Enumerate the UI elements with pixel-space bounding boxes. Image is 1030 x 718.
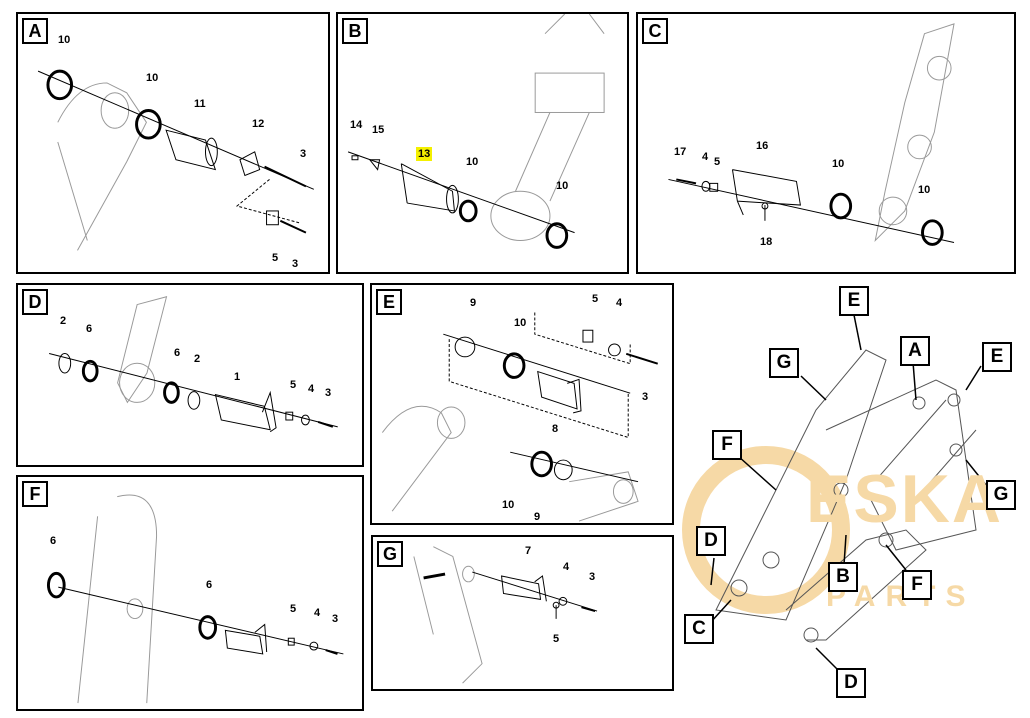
panel-d-drawing bbox=[49, 296, 338, 433]
panel-label: G bbox=[377, 541, 403, 567]
panel-label: B bbox=[342, 18, 368, 44]
panel-b: B 14 15 13 10 10 bbox=[336, 12, 629, 274]
part-number: 10 bbox=[146, 72, 159, 84]
part-number: 10 bbox=[918, 184, 931, 196]
part-number: 10 bbox=[502, 499, 515, 511]
overview-callout-f2: F bbox=[902, 570, 932, 600]
part-number: 5 bbox=[714, 156, 721, 168]
overview-callout-e2: E bbox=[982, 342, 1012, 372]
part-number: 10 bbox=[556, 180, 569, 192]
overview-drawing bbox=[682, 314, 987, 679]
panel-g: G 7 4 3 5 bbox=[371, 535, 674, 691]
overview-callout-f: F bbox=[712, 430, 742, 460]
part-number: 3 bbox=[325, 387, 332, 399]
part-number: 10 bbox=[58, 34, 71, 46]
part-number: 11 bbox=[194, 98, 206, 110]
part-number: 4 bbox=[308, 383, 315, 395]
part-number: 10 bbox=[514, 317, 527, 329]
panel-b-drawing bbox=[347, 14, 605, 249]
part-number: 3 bbox=[642, 391, 649, 403]
overview-callout-e: E bbox=[839, 286, 869, 316]
part-number: 12 bbox=[252, 118, 265, 130]
part-number-highlighted: 13 bbox=[416, 147, 433, 161]
part-number: 16 bbox=[756, 140, 769, 152]
part-number: 2 bbox=[194, 353, 201, 365]
overview-diagram: ESKA PARTS E G A E F G D B F C D bbox=[676, 280, 1030, 718]
part-number: 4 bbox=[616, 297, 623, 309]
panel-f-drawing bbox=[46, 494, 344, 704]
overview-callout-d: D bbox=[696, 526, 726, 556]
part-number: 9 bbox=[470, 297, 477, 309]
part-number: 3 bbox=[332, 613, 339, 625]
part-number: 15 bbox=[372, 124, 385, 136]
part-number: 3 bbox=[300, 148, 307, 160]
part-number: 5 bbox=[272, 252, 279, 264]
part-number: 5 bbox=[290, 603, 297, 615]
panel-d: D 2 6 6 2 1 5 4 3 bbox=[16, 283, 364, 467]
part-number: 5 bbox=[290, 379, 297, 391]
overview-callout-g: G bbox=[769, 348, 799, 378]
overview-callout-d2: D bbox=[836, 668, 866, 698]
part-number: 8 bbox=[552, 423, 559, 435]
panel-e-drawing bbox=[381, 312, 659, 522]
part-number: 6 bbox=[174, 347, 181, 359]
panel-label: F bbox=[22, 481, 48, 507]
part-number: 10 bbox=[466, 156, 479, 168]
panel-c-drawing bbox=[668, 23, 955, 246]
part-number: 4 bbox=[702, 151, 709, 163]
part-number: 6 bbox=[206, 579, 213, 591]
panel-a: A 10 10 11 12 3 5 3 bbox=[16, 12, 330, 274]
part-number: 18 bbox=[760, 236, 773, 248]
part-number: 10 bbox=[832, 158, 845, 170]
part-number: 3 bbox=[292, 258, 299, 270]
panel-label: C bbox=[642, 18, 668, 44]
part-number: 5 bbox=[592, 293, 599, 305]
panel-c: C 17 4 5 16 10 10 18 bbox=[636, 12, 1016, 274]
panel-label: A bbox=[22, 18, 48, 44]
panel-label: E bbox=[376, 289, 402, 315]
part-number: 7 bbox=[525, 545, 532, 557]
watermark-top: ESKA bbox=[806, 461, 1003, 537]
panel-e: E 9 10 5 4 3 8 10 9 bbox=[370, 283, 674, 525]
part-number: 17 bbox=[674, 146, 687, 158]
part-number: 2 bbox=[60, 315, 67, 327]
part-number: 5 bbox=[553, 633, 560, 645]
overview-callout-g2: G bbox=[986, 480, 1016, 510]
part-number: 6 bbox=[86, 323, 93, 335]
panel-label: D bbox=[22, 289, 48, 315]
part-number: 14 bbox=[350, 119, 363, 131]
part-number: 4 bbox=[314, 607, 321, 619]
panel-f: F 6 6 5 4 3 bbox=[16, 475, 364, 711]
panel-g-drawing bbox=[413, 546, 598, 684]
part-number: 4 bbox=[563, 561, 570, 573]
part-number: 9 bbox=[534, 511, 541, 523]
part-number: 3 bbox=[589, 571, 596, 583]
overview-callout-c: C bbox=[684, 614, 714, 644]
panel-a-drawing bbox=[37, 69, 315, 251]
part-number: 6 bbox=[50, 535, 57, 547]
overview-callout-b: B bbox=[828, 562, 858, 592]
overview-callout-a: A bbox=[900, 336, 930, 366]
part-number: 1 bbox=[234, 371, 241, 383]
